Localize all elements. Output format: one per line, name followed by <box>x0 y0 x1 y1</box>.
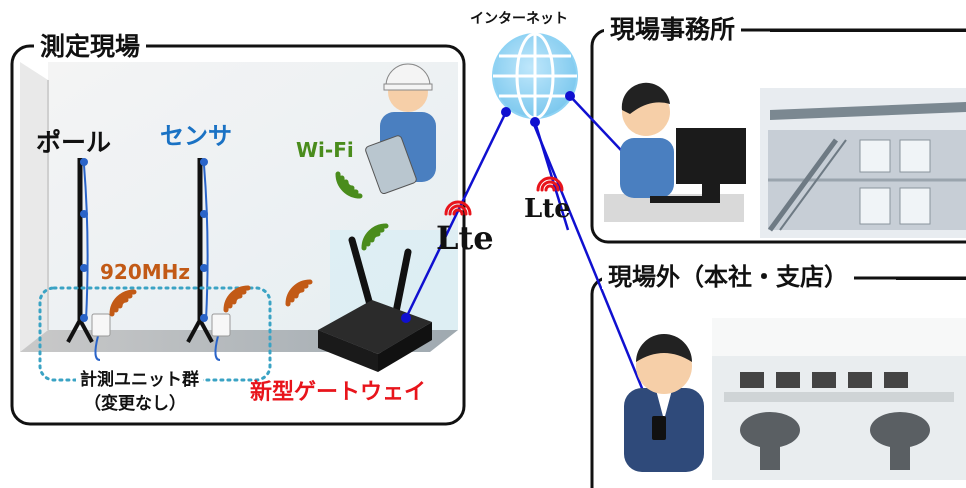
internet-label: インターネット <box>470 11 568 27</box>
wifi-label: Wi-Fi <box>296 138 354 162</box>
lte-logo-1: Lte <box>436 219 494 257</box>
pole-label: ポール <box>36 128 112 157</box>
network-links <box>404 95 669 421</box>
lte-signal-mark-2 <box>536 176 564 192</box>
frequency-label: 920MHz <box>100 260 191 284</box>
sensor-label: センサ <box>160 122 232 150</box>
office-section-title: 現場事務所 <box>604 17 742 42</box>
measurement-unit-2 <box>211 313 231 361</box>
gateway-label: 新型ゲートウェイ <box>250 380 427 405</box>
wifi-signal-icons <box>335 171 389 251</box>
lte-logo-2: Lte <box>524 194 571 224</box>
office-title-rule <box>770 29 966 32</box>
lte-signal-mark-1 <box>444 200 472 216</box>
unit-group-label: 計測ユニット群 <box>76 372 203 389</box>
site-worker-illustration <box>365 63 436 195</box>
office-worker-illustration <box>604 82 746 222</box>
site-section-title: 測定現場 <box>34 34 147 59</box>
radio-signal-icons <box>109 279 313 317</box>
site-frame <box>10 44 466 426</box>
pole-1 <box>66 158 94 343</box>
internet-globe-icon <box>492 32 578 120</box>
site-office-building-illustration <box>760 88 966 238</box>
site-room <box>20 62 458 352</box>
remote-worker-illustration <box>624 334 704 472</box>
remote-section-title: 現場外（本社・支店） <box>602 265 854 289</box>
head-office-room-illustration <box>712 318 966 480</box>
unit-group-box <box>38 286 272 382</box>
remote-title-rule <box>896 277 966 280</box>
unit-group-note: （変更なし） <box>84 394 186 414</box>
pole-2 <box>186 158 214 343</box>
measurement-unit-1 <box>91 313 111 361</box>
